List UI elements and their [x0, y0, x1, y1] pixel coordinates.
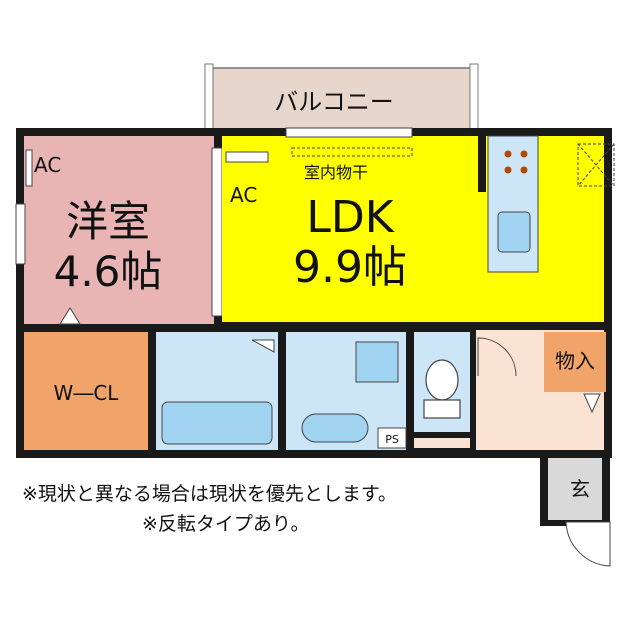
window-balcony: [285, 127, 413, 138]
western-room-name: 洋室: [66, 197, 150, 246]
ps-label: PS: [385, 433, 399, 446]
entrance: 玄: [548, 458, 611, 567]
kitchen-wall: [478, 136, 486, 192]
note-line-2: ※反転タイプあり。: [142, 513, 310, 535]
door-mark-western: [59, 307, 81, 325]
ldk-name: LDK: [306, 192, 394, 243]
balcony: バルコニー: [204, 63, 479, 131]
entrance-label: 玄: [570, 477, 590, 501]
stove-burner: [520, 166, 528, 174]
balcony-label: バルコニー: [274, 88, 394, 116]
hall: 物入: [476, 330, 606, 450]
western-room: AC 洋室 4.6帖: [15, 136, 214, 325]
ldk-size: 9.9帖: [293, 242, 407, 293]
toilet-bowl: [425, 359, 459, 401]
ldk-ac-label: AC: [230, 183, 257, 207]
western-ac-label: AC: [34, 153, 61, 177]
stove-burner: [520, 150, 528, 158]
toilet-tank: [423, 399, 461, 419]
ac-unit-western: [25, 149, 33, 187]
ac-unit-ldk: [225, 151, 269, 163]
door-mark-storage: [583, 393, 601, 414]
kitchen-sink: [497, 211, 531, 253]
ps-box: [377, 427, 407, 449]
note-line-1: ※現状と異なる場合は現状を優先とします。: [22, 483, 397, 505]
washing-machine: [355, 341, 399, 383]
door-swing-entrance: [565, 521, 611, 567]
door-swing-hall: [477, 337, 517, 377]
western-room-size: 4.6帖: [54, 247, 163, 296]
indoor-drying-label: 室内物干: [304, 163, 368, 182]
wash-basin: [301, 413, 369, 443]
indoor-drying-rail: [291, 147, 413, 157]
walk-in-closet: W―CL: [24, 332, 148, 450]
ldk-room: AC 室内物干 LDK 9.9帖: [222, 127, 615, 322]
fridge-space: [577, 143, 615, 187]
washroom: PS: [286, 332, 407, 450]
bathtub: [161, 401, 273, 445]
storage: [544, 332, 606, 392]
bathroom: [156, 332, 278, 450]
toilet-room: [414, 332, 470, 448]
sliding-door: [211, 147, 223, 317]
window-western: [15, 203, 26, 265]
door-mark-bath: [251, 339, 275, 353]
closet-label: W―CL: [54, 381, 120, 405]
stove-burner: [504, 166, 512, 174]
storage-label: 物入: [555, 349, 595, 373]
stove-burner: [504, 150, 512, 158]
